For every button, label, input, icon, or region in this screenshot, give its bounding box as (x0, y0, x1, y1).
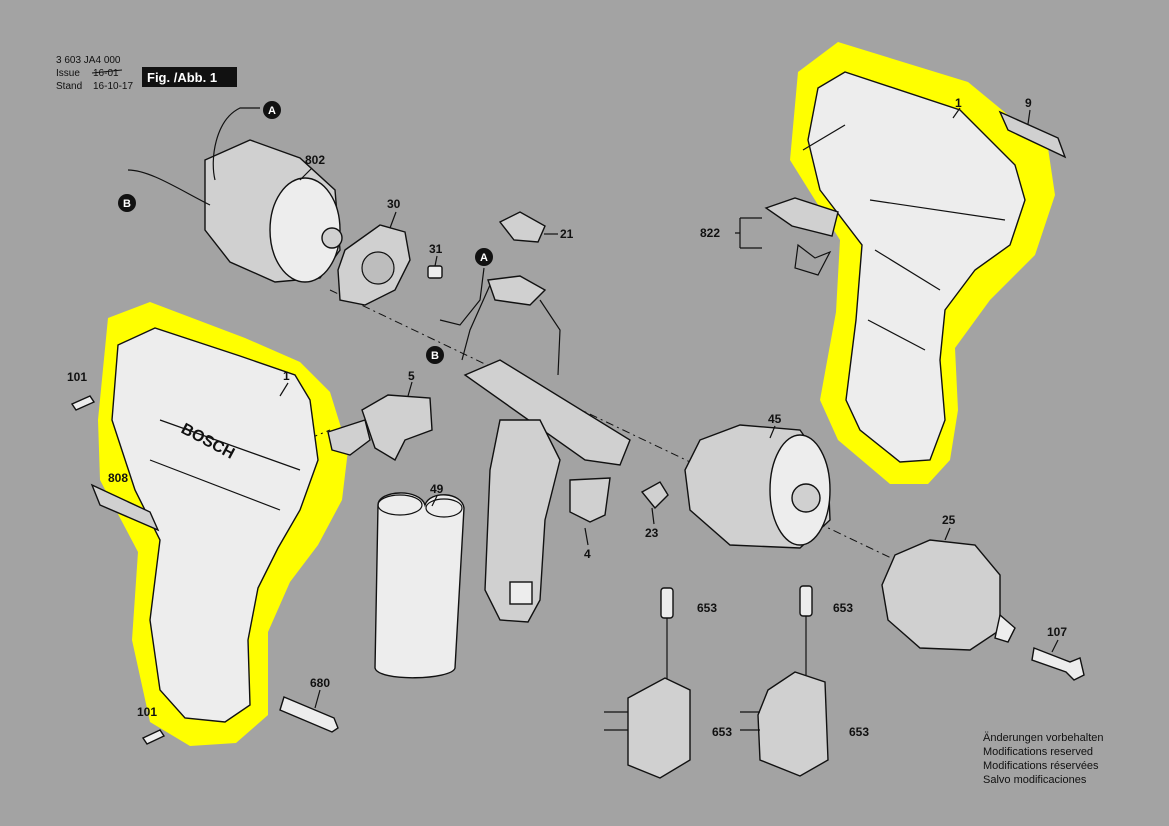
gearbox-45 (684, 424, 831, 549)
part-label-1-right: 1 (955, 96, 962, 110)
part-label-653-c: 653 (712, 725, 732, 739)
note-line-1: Änderungen vorbehalten (983, 732, 1103, 744)
leader-1-left (279, 382, 289, 397)
leader-4 (584, 527, 589, 546)
part-label-101-bottom: 101 (137, 705, 157, 719)
battery-pack-49 (374, 492, 465, 679)
connector-a-top-label: A (268, 105, 276, 117)
part-label-25: 25 (942, 513, 956, 527)
issue-strike (91, 69, 123, 74)
assembly-axis-line (329, 289, 1001, 611)
issue-value: 16-01 (93, 68, 119, 79)
leader-680 (314, 689, 321, 709)
note-line-3: Modifications réservées (983, 760, 1099, 772)
bit-680 (279, 696, 339, 733)
part-label-4: 4 (584, 547, 591, 561)
motor-plate-30 (337, 224, 411, 306)
part-label-808: 808 (108, 471, 128, 485)
leader-822 (735, 217, 762, 249)
part-label-802: 802 (305, 153, 325, 167)
connector-a-mid (475, 248, 493, 266)
label-plate-808 (90, 483, 160, 532)
leader-49 (431, 495, 438, 507)
figure-label-box (142, 67, 237, 87)
charger-adapter-653-left (604, 677, 691, 779)
rotation-selector-5 (327, 394, 433, 461)
part-label-653-a: 653 (697, 601, 717, 615)
connector-a-mid-label: A (480, 252, 488, 264)
part-label-49: 49 (430, 482, 444, 496)
part-label-680: 680 (310, 676, 330, 690)
label-plate-9 (998, 110, 1067, 159)
doc-number: 3 603 JA4 000 (56, 55, 121, 66)
figure-label: Fig. /Abb. 1 (147, 70, 217, 85)
note-line-2: Modifications reserved (983, 746, 1093, 758)
part-label-653-b: 653 (833, 601, 853, 615)
charger-connector-653-right (799, 585, 813, 675)
detent-23 (640, 481, 669, 510)
connector-b-mid (426, 346, 444, 364)
switch-cap-21 (498, 211, 546, 243)
part-label-101-top: 101 (67, 370, 87, 384)
stand-value: 16-10-17 (93, 81, 133, 92)
leader-5 (407, 381, 413, 397)
note-line-4: Salvo modificaciones (983, 774, 1087, 786)
leader-1-right (952, 107, 961, 119)
motor-802 (127, 107, 343, 283)
part-label-31: 31 (429, 242, 443, 256)
leader-31 (434, 255, 438, 267)
part-label-822: 822 (700, 226, 720, 240)
part-label-653-d: 653 (849, 725, 869, 739)
screw-101-top (70, 395, 96, 411)
connector-b-left (118, 194, 136, 212)
chuck-25 (881, 539, 1016, 651)
part-label-107: 107 (1047, 625, 1067, 639)
leader-107 (1051, 639, 1059, 653)
leader-23 (651, 507, 655, 525)
screw-101-bottom (141, 729, 166, 745)
stand-label: Stand (56, 81, 82, 92)
part-label-21: 21 (560, 227, 574, 241)
connector-b-mid-label: B (431, 350, 439, 362)
connector-b-left-label: B (123, 198, 131, 210)
charger-adapter-653-right (740, 671, 829, 777)
leader-9 (1027, 109, 1031, 125)
leader-802 (299, 167, 313, 181)
part-label-1-left: 1 (283, 369, 290, 383)
switch-assembly-4 (439, 267, 631, 623)
screw-107 (1031, 647, 1085, 681)
leader-25 (944, 527, 951, 541)
leader-30 (389, 211, 397, 229)
part-label-30: 30 (387, 197, 401, 211)
switch-822 (764, 197, 839, 276)
charger-connector-653-left (660, 587, 674, 680)
part-label-23: 23 (645, 526, 659, 540)
housing-right-1 (802, 71, 1026, 463)
part-label-5: 5 (408, 369, 415, 383)
issue-label: Issue (56, 68, 80, 79)
leader-45 (769, 425, 776, 439)
housing-left-1: BOSCH (111, 327, 319, 723)
part-label-45: 45 (768, 412, 782, 426)
part-label-9: 9 (1025, 96, 1032, 110)
connector-a-top (263, 101, 281, 119)
screw-31 (427, 265, 443, 279)
